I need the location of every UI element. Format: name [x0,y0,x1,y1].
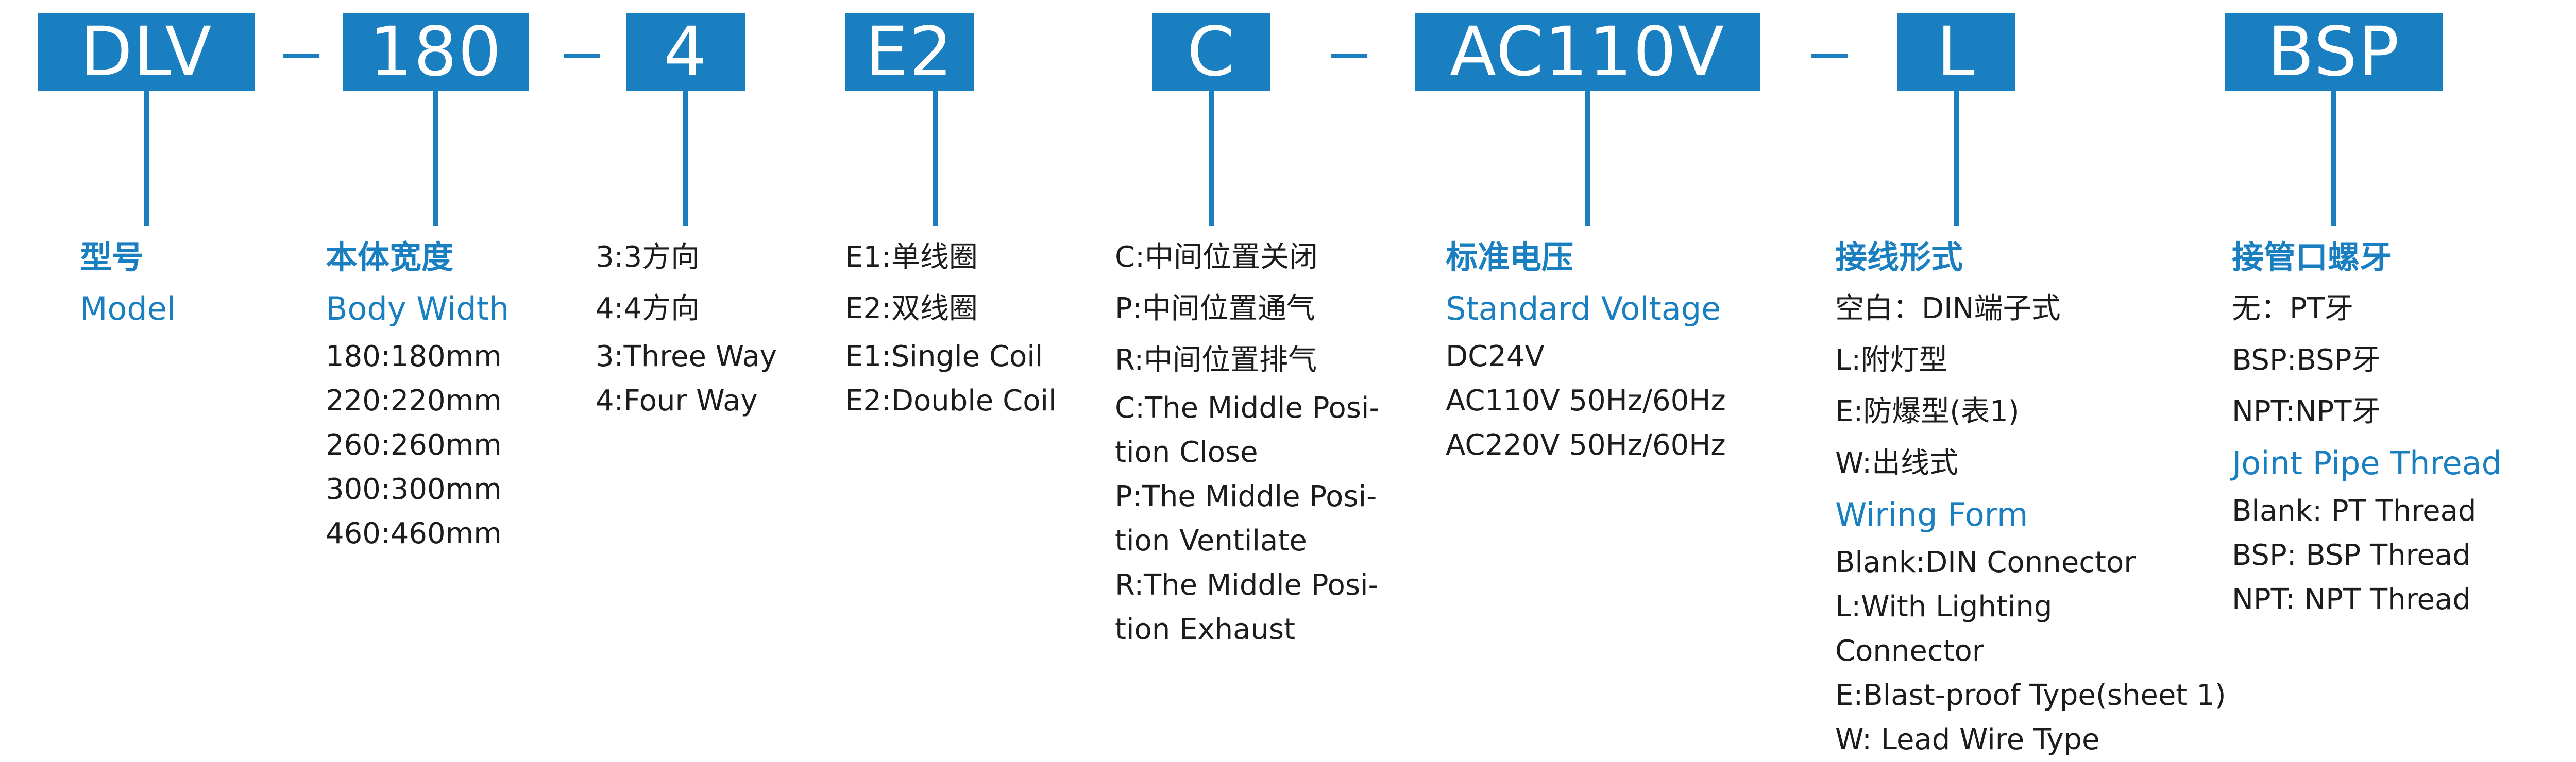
connector-line-width [433,91,438,226]
wiring-title-zh: 接线形式 [1835,238,1963,276]
list-item: Connector [1835,634,1984,668]
connector-line-dlv [144,91,149,226]
list-item: E2:Double Coil [845,384,1057,418]
list-item: R:中间位置排气 [1115,343,1317,377]
list-item: AC110V 50Hz/60Hz [1446,384,1726,418]
list-item: L:With Lighting [1835,590,2053,624]
list-item: C:中间位置关闭 [1115,240,1318,274]
connector-line-way [683,91,688,226]
list-item: E2:双线圈 [845,292,978,325]
model-title-en: Model [80,290,176,327]
list-item: 4:Four Way [596,384,758,418]
list-item: 300:300mm [326,473,502,506]
connector-line-voltage [1585,91,1590,226]
column-thread: 接管口螺牙 无：PT牙 BSP:BSP牙 NPT:NPT牙 Joint Pipe… [2232,232,2502,622]
list-item: W: Lead Wire Type [1835,723,2100,756]
separator-dash-4 [1811,54,1848,58]
list-item: 180:180mm [326,340,502,373]
thread-title-en: Joint Pipe Thread [2232,444,2502,482]
separator-dash-3 [1331,54,1367,58]
list-item: Blank: PT Thread [2232,494,2477,528]
column-position: C:中间位置关闭 P:中间位置通气 R:中间位置排气 C:The Middle … [1115,232,1380,652]
connector-line-thread [2331,91,2336,226]
code-box-voltage: AC110V [1415,13,1760,91]
list-item: AC220V 50Hz/60Hz [1446,428,1726,462]
list-item: 260:260mm [326,428,502,462]
list-item: 460:460mm [326,517,502,550]
code-box-position: C [1152,13,1270,91]
list-item: C:The Middle Posi- [1115,391,1380,425]
list-item: DC24V [1446,340,1545,373]
separator-dash-1 [283,54,319,58]
code-box-width: 180 [343,13,529,91]
list-item: NPT:NPT牙 [2232,395,2381,428]
list-item: E:防爆型(表1) [1835,395,2020,428]
code-box-thread: BSP [2225,13,2443,91]
body-width-title-en: Body Width [326,290,510,327]
list-item: tion Close [1115,436,1258,469]
column-voltage: 标准电压 Standard Voltage DC24V AC110V 50Hz/… [1446,232,1726,467]
list-item: E:Blast-proof Type(sheet 1) [1835,679,2226,712]
column-way: 3:3方向 4:4方向 3:Three Way 4:Four Way [596,232,777,423]
wiring-title-en: Wiring Form [1835,496,2028,533]
connector-line-wiring [1954,91,1959,226]
code-box-wiring: L [1897,13,2015,91]
list-item: Blank:DIN Connector [1835,546,2136,579]
voltage-title-en: Standard Voltage [1446,290,1721,327]
list-item: tion Exhaust [1115,613,1296,646]
list-item: 空白：DIN端子式 [1835,292,2061,325]
list-item: BSP:BSP牙 [2232,343,2381,377]
connector-line-coil [933,91,938,226]
model-title-zh: 型号 [80,238,144,276]
connector-line-position [1209,91,1214,226]
list-item: tion Ventilate [1115,524,1307,558]
code-box-coil: E2 [845,13,974,91]
body-width-title-zh: 本体宽度 [326,238,454,276]
list-item: NPT: NPT Thread [2232,583,2471,616]
list-item: L:附灯型 [1835,343,1948,377]
list-item: BSP: BSP Thread [2232,539,2471,572]
column-model: 型号 Model [80,232,176,335]
list-item: P:The Middle Posi- [1115,480,1377,513]
list-item: W:出线式 [1835,446,1958,480]
list-item: 无：PT牙 [2232,292,2353,325]
list-item: R:The Middle Posi- [1115,568,1379,602]
list-item: E1:Single Coil [845,340,1043,373]
voltage-title-zh: 标准电压 [1446,238,1574,276]
column-coil: E1:单线圈 E2:双线圈 E1:Single Coil E2:Double C… [845,232,1057,423]
thread-title-zh: 接管口螺牙 [2232,238,2392,276]
column-wiring: 接线形式 空白：DIN端子式 L:附灯型 E:防爆型(表1) W:出线式 Wir… [1835,232,2226,762]
list-item: 4:4方向 [596,292,700,325]
list-item: P:中间位置通气 [1115,292,1315,325]
list-item: E1:单线圈 [845,240,978,274]
code-box-way: 4 [626,13,745,91]
list-item: 3:Three Way [596,340,777,373]
list-item: 3:3方向 [596,240,700,274]
separator-dash-2 [564,54,600,58]
list-item: 220:220mm [326,384,502,418]
column-body-width: 本体宽度 Body Width 180:180mm 220:220mm 260:… [326,232,509,556]
code-box-dlv: DLV [38,13,255,91]
